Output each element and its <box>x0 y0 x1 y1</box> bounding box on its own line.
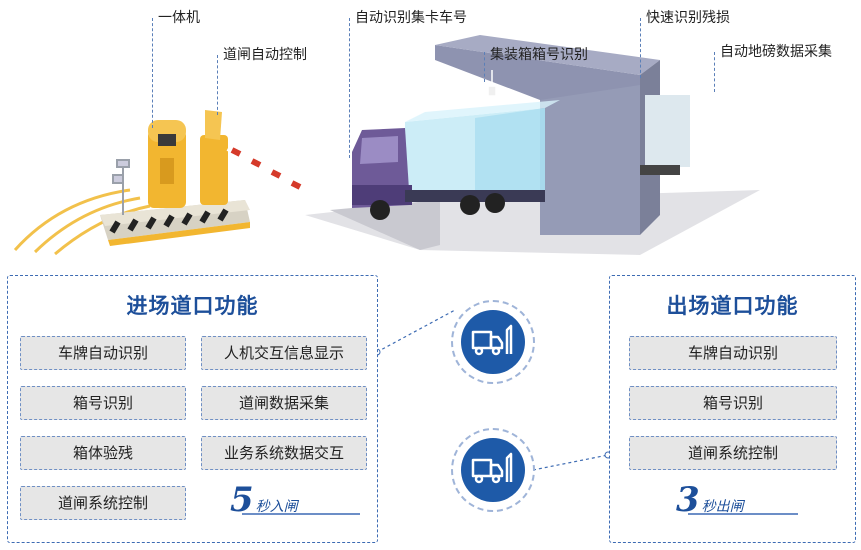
exit-feature-plate: 车牌自动识别 <box>629 336 837 370</box>
camera-pole <box>112 159 130 215</box>
entry-feature-business: 业务系统数据交互 <box>201 436 367 470</box>
entry-feature-plate: 车牌自动识别 <box>20 336 186 370</box>
kiosk-machine <box>148 120 186 208</box>
entry-speed-text: 秒入闸 <box>255 499 298 515</box>
exit-speed-number: 3 <box>676 480 700 520</box>
callout-line-kiosk <box>152 18 153 128</box>
callout-truck-plate: 自动识别集卡车号 <box>355 10 467 26</box>
truck-wheels <box>370 193 505 220</box>
entry-feature-inspection: 箱体验残 <box>20 436 186 470</box>
gantry-camera <box>487 70 497 97</box>
entry-panel: 进场道口功能 车牌自动识别 人机交互信息显示 箱号识别 道闸数据采集 箱体验残 … <box>7 275 378 543</box>
exit-circle-fill <box>461 438 525 502</box>
entry-speed-stroke <box>242 513 360 515</box>
truck-cab <box>352 128 412 208</box>
entry-circle-fill <box>461 310 525 374</box>
callout-line-plate <box>349 18 350 158</box>
callout-damage: 快速识别残损 <box>646 10 730 26</box>
barrier-machine <box>200 110 312 205</box>
callout-line-weighbridge <box>714 52 715 92</box>
entry-panel-title: 进场道口功能 <box>126 294 259 318</box>
entry-feature-hmi: 人机交互信息显示 <box>201 336 367 370</box>
exit-speed-text: 秒出闸 <box>701 499 744 515</box>
entry-speed-number: 5 <box>230 480 254 520</box>
island-platform <box>100 200 250 246</box>
exit-feature-barrier-control: 道闸系统控制 <box>629 436 837 470</box>
gate-illustration <box>13 35 760 256</box>
rear-trailer <box>640 95 690 175</box>
callout-line-container <box>484 52 485 82</box>
exit-truck-circle <box>451 428 535 512</box>
exit-speed-stroke <box>688 513 798 515</box>
entry-feature-container: 箱号识别 <box>20 386 186 420</box>
callout-container-id: 集装箱箱号识别 <box>490 47 588 63</box>
truck-gate-icon <box>471 452 513 484</box>
entry-truck-circle <box>451 300 535 384</box>
callout-line-damage <box>640 18 641 78</box>
callout-line-barrier <box>217 55 218 115</box>
exit-panel-title: 出场道口功能 <box>666 294 799 318</box>
truck-gate-icon <box>471 324 513 356</box>
entry-feature-barrier-data: 道闸数据采集 <box>201 386 367 420</box>
container-truck <box>352 100 560 220</box>
lane-markings <box>13 188 151 256</box>
callout-barrier-control: 道闸自动控制 <box>223 47 307 63</box>
exit-feature-container: 箱号识别 <box>629 386 837 420</box>
callout-weighbridge: 自动地磅数据采集 <box>720 44 832 60</box>
entry-feature-barrier-control: 道闸系统控制 <box>20 486 186 520</box>
callout-all-in-one: 一体机 <box>158 10 200 26</box>
